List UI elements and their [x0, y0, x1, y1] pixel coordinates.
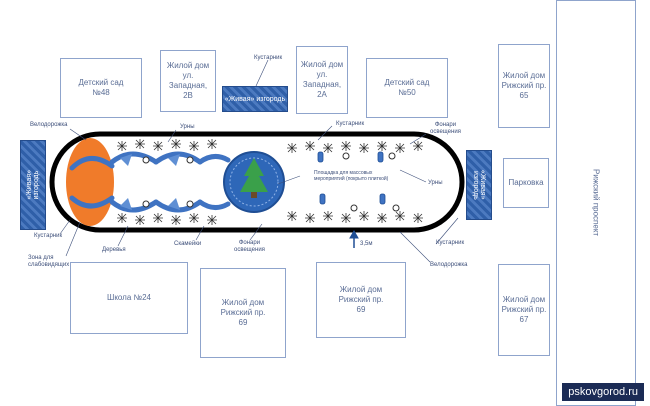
label-shrubs-top: Кустарник	[254, 55, 283, 61]
label-benches: Скамейки	[174, 241, 202, 247]
house-rizhsky-69-left: Жилой дом Рижский пр. 69	[200, 268, 286, 358]
pointer-lines	[59, 59, 459, 263]
label-visually-impaired: Зона для слабовидящих	[28, 255, 70, 268]
label-lamps-bottom: Фонари освещения	[234, 240, 265, 253]
parking: Парковка	[503, 158, 549, 208]
bins	[142, 152, 400, 212]
kindergarten-50: Детский сад №50	[366, 58, 448, 118]
tree-row-top	[117, 139, 423, 153]
road-label: Рижский проспект	[591, 169, 601, 237]
hedge-top: «Живая» изгородь	[222, 86, 288, 112]
kindergarten-48: Детский сад №48	[60, 58, 142, 118]
house-rizhsky-67: Жилой дом Рижский пр. 67	[498, 264, 550, 356]
blue-paths	[69, 151, 231, 213]
label-shrubs-right: Кустарник	[436, 240, 465, 246]
label-bike-path-bottom: Велодорожка	[430, 262, 468, 268]
watermark: pskovgorod.ru	[562, 383, 644, 401]
path-arrows	[120, 154, 180, 210]
lamps	[317, 151, 386, 205]
school-24: Школа №24	[70, 262, 188, 334]
house-rizhsky-69-right: Жилой дом Рижский пр. 69	[316, 262, 406, 338]
label-bins-right: Урны	[428, 180, 443, 186]
hedge-right-label: «Живая» изгородь	[472, 170, 486, 200]
visually-impaired-zone	[66, 138, 114, 226]
label-trees: Деревья	[102, 247, 126, 253]
label-asphalt: Асфальт	[132, 176, 169, 186]
height-arrow-icon	[349, 229, 359, 248]
label-shrubs-mid: Кустарник	[336, 121, 365, 127]
label-lamps-top: Фонари освещения	[430, 122, 461, 135]
hedge-right: «Живая» изгородь	[466, 150, 492, 220]
label-bike-path-top: Велодорожка	[30, 122, 68, 128]
house-zapadnaya-2a: Жилой дом ул. Западная, 2А	[296, 46, 348, 114]
label-square: Площадка для массовых мероприятий (покры…	[314, 170, 389, 182]
house-rizhsky-65: Жилой дом Рижский пр. 65	[498, 44, 550, 128]
label-shrubs-left: Кустарник	[34, 233, 63, 239]
tree-row-bottom	[117, 211, 423, 225]
label-bins-top: Урны	[180, 124, 195, 130]
fir-tree-icon	[240, 158, 268, 198]
house-zapadnaya-2v: Жилой дом ул. Западная, 2В	[160, 50, 216, 112]
label-height: 3,5м	[360, 241, 373, 247]
hedge-left: «Живая» изгородь	[20, 140, 46, 230]
